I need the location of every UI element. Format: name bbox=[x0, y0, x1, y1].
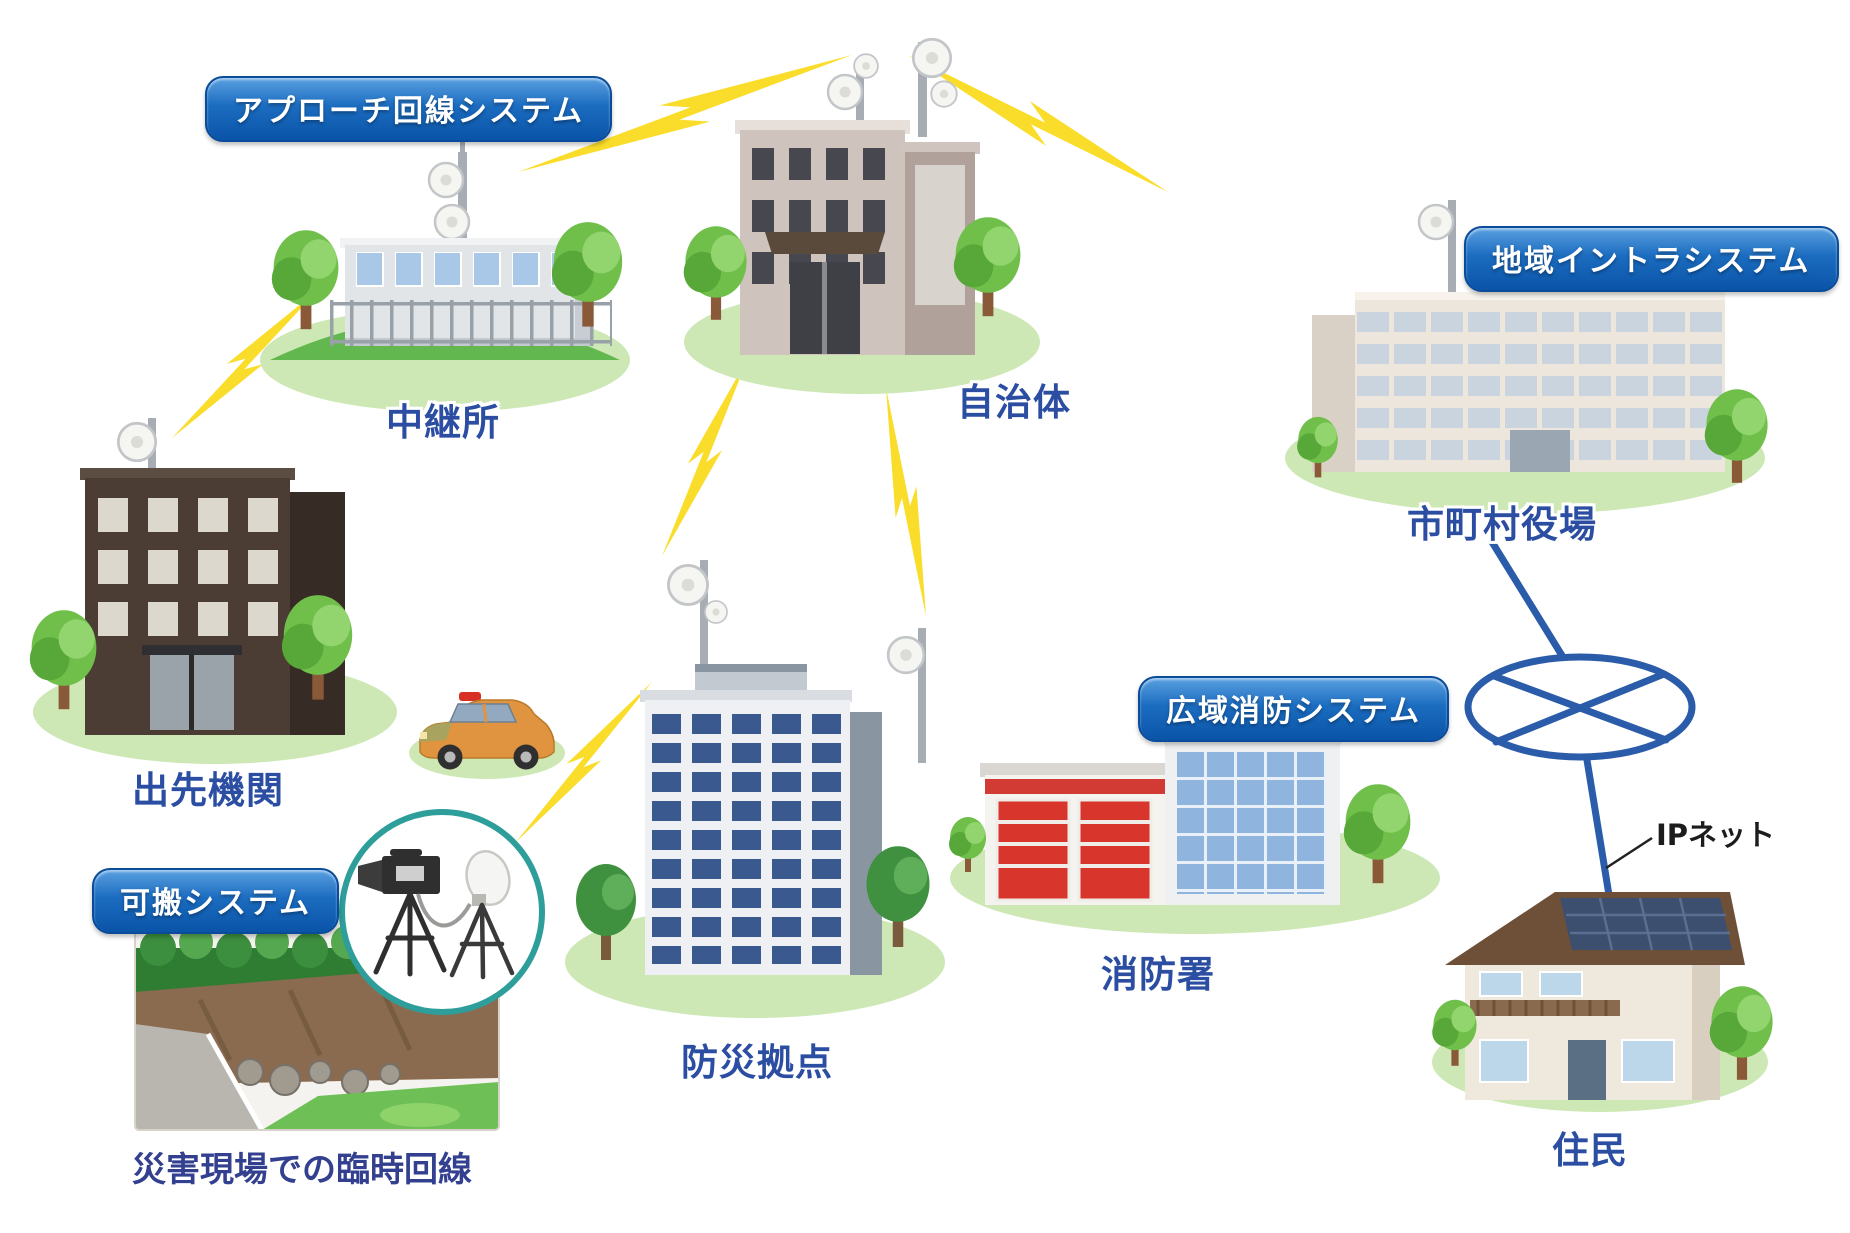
badge-intra-system: 地域イントラシステム bbox=[1464, 226, 1839, 292]
ip-node-symbol bbox=[1464, 653, 1696, 761]
badge-fire-system: 広域消防システム bbox=[1138, 676, 1450, 742]
emergency-car bbox=[409, 692, 565, 779]
label-town-hall: 市町村役場 bbox=[1407, 503, 1597, 546]
portable-system bbox=[339, 809, 545, 1015]
relay-dish-icon bbox=[427, 161, 465, 199]
garage-door bbox=[1077, 798, 1153, 902]
radio-link-bolt bbox=[518, 55, 852, 172]
town-hall-antenna-mast bbox=[1448, 200, 1456, 295]
residents-house bbox=[1432, 892, 1773, 1112]
label-branch-office: 出先機関 bbox=[132, 769, 284, 812]
branch-dish-icon bbox=[116, 421, 158, 463]
relay-dish2-icon bbox=[433, 203, 471, 241]
label-residents: 住民 bbox=[1552, 1129, 1628, 1172]
fire-station-dish-icon bbox=[886, 635, 926, 675]
town-hall-dish-icon bbox=[1417, 203, 1455, 241]
label-municipality: 自治体 bbox=[957, 381, 1071, 424]
relay-station-building bbox=[260, 140, 630, 412]
badge-approach-system: アプローチ回線システム bbox=[205, 76, 613, 142]
radio-link-bolt bbox=[172, 290, 318, 438]
garage-door bbox=[995, 798, 1071, 902]
badge-portable-system: 可搬システム bbox=[92, 868, 340, 934]
portable-dish-icon bbox=[416, 850, 515, 980]
relay-antenna-mast bbox=[458, 152, 467, 252]
ip-network-lines bbox=[1464, 538, 1696, 942]
municipality-building bbox=[683, 37, 1040, 394]
video-camera-icon bbox=[358, 849, 447, 977]
municipality-dish-icon bbox=[826, 73, 864, 111]
label-disaster-base: 防災拠点 bbox=[681, 1041, 833, 1084]
disaster-base-dish-icon bbox=[667, 564, 709, 606]
car-beacon-icon bbox=[459, 692, 481, 701]
town-hall-building bbox=[1285, 200, 1768, 514]
radio-link-bolt bbox=[908, 55, 1168, 192]
fire-station-building bbox=[886, 628, 1440, 934]
municipality-antenna-mast bbox=[918, 42, 927, 137]
fire-station-antenna-mast bbox=[918, 628, 926, 763]
ip-line-townhall bbox=[1488, 538, 1570, 666]
house-door bbox=[1568, 1040, 1606, 1100]
municipality-dish-icon bbox=[911, 37, 953, 79]
radio-link-bolt bbox=[886, 388, 926, 616]
label-fire-station: 消防署 bbox=[1101, 953, 1215, 996]
disaster-base-building bbox=[565, 560, 945, 1018]
ipnet-pointer-line bbox=[1605, 836, 1653, 870]
ipnet-label: IPネット bbox=[1656, 818, 1776, 852]
label-relay-station: 中継所 bbox=[386, 401, 500, 444]
disaster-base-dish-icon bbox=[704, 600, 728, 624]
municipality-dish-icon bbox=[930, 80, 958, 108]
radio-link-bolts bbox=[172, 55, 1168, 842]
branch-office-building bbox=[29, 418, 397, 764]
radio-link-bolt bbox=[516, 682, 652, 842]
municipality-dish-icon bbox=[853, 53, 879, 79]
tree-icon bbox=[271, 230, 339, 330]
portable-ring bbox=[339, 809, 545, 1015]
radio-link-bolt bbox=[662, 358, 748, 556]
disaster-base-antenna-mast bbox=[700, 560, 708, 670]
photo-caption: 災害現場での臨時回線 bbox=[132, 1150, 472, 1190]
